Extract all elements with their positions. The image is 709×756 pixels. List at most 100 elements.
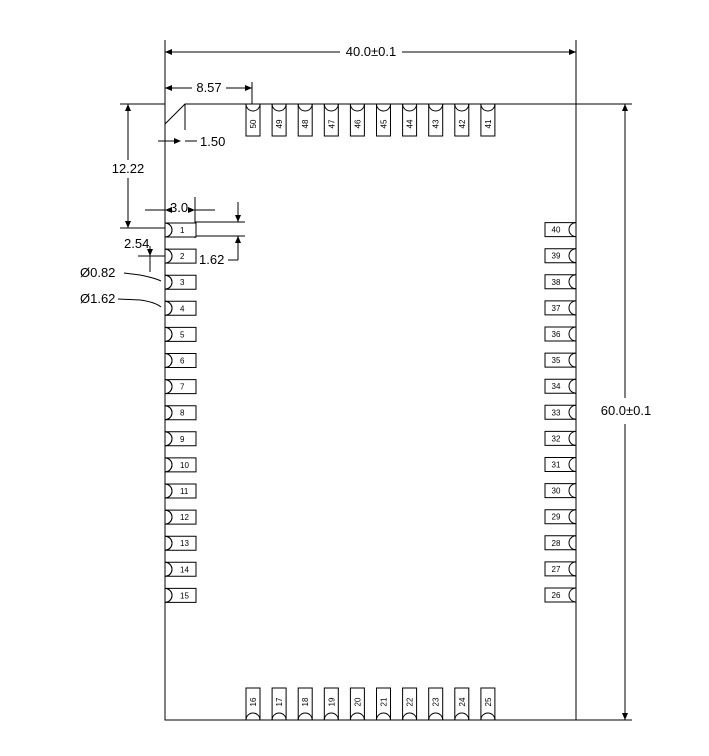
- pin-number: 47: [327, 119, 336, 128]
- pin-number: 28: [552, 539, 561, 548]
- pad-length-dimension: 3.0: [145, 197, 215, 238]
- pin-pad: 43: [428, 103, 444, 137]
- pin-number: 21: [380, 697, 389, 706]
- pin-number: 34: [552, 382, 561, 391]
- pin-pad: 21: [376, 687, 391, 721]
- pin-pad: 13: [164, 535, 197, 551]
- pin-number: 42: [458, 119, 467, 128]
- pad-length-label: 3.0: [170, 200, 188, 215]
- pin-number: 25: [484, 697, 493, 706]
- pitch-dimension: 2.54: [124, 236, 165, 272]
- pin-pad: 11: [164, 483, 197, 499]
- pin-number: 46: [353, 119, 362, 128]
- pin-pad: 32: [544, 430, 577, 446]
- pin-number: 24: [458, 697, 467, 706]
- pin-number: 3: [180, 278, 185, 287]
- pin-pad: 31: [544, 457, 577, 472]
- pin-pad: 12: [164, 509, 197, 525]
- pin-pad: 44: [402, 103, 418, 137]
- pin-number: 48: [301, 119, 310, 128]
- pin-number: 8: [180, 409, 185, 418]
- pin-number: 1: [180, 226, 185, 235]
- pad-width-label: 1.62: [199, 252, 224, 267]
- pin-pad: 35: [544, 352, 577, 368]
- first-pin-offset-label: 12.22: [112, 161, 145, 176]
- pin-number: 5: [180, 330, 185, 339]
- hole-large-callout: Ø1.62: [80, 291, 162, 308]
- pin-pad: 7: [164, 379, 197, 395]
- pin-number: 14: [180, 565, 189, 574]
- pin-number: 9: [180, 435, 185, 444]
- pin-pad: 4: [164, 300, 197, 316]
- pin-pad: 14: [164, 561, 197, 577]
- pin-pad: 15: [164, 587, 197, 603]
- pin-pad: 34: [544, 378, 577, 394]
- pin-pad: 2: [164, 248, 197, 264]
- pin-pad: 5: [164, 326, 197, 342]
- pin-pad: 29: [544, 509, 577, 525]
- pin-number: 22: [406, 697, 415, 706]
- width-dimension: 40.0±0.1: [164, 40, 577, 124]
- pin-pad: 46: [349, 103, 365, 137]
- pin-pad: 30: [544, 483, 577, 499]
- pin-pad: 10: [164, 457, 197, 473]
- pin-pad: 33: [544, 404, 577, 420]
- pin-number: 32: [552, 434, 561, 443]
- height-dimension: 60.0±0.1: [576, 103, 652, 721]
- pin-number: 40: [552, 226, 561, 235]
- pin-number: 2: [180, 252, 185, 261]
- pin-pad: 42: [454, 103, 470, 137]
- pin-pad: 26: [544, 587, 577, 603]
- pin-number: 44: [406, 119, 415, 128]
- pin-pad: 39: [544, 248, 577, 264]
- pin-pad: 40: [544, 222, 577, 238]
- pin-pad: 45: [376, 103, 391, 137]
- pin-pad: 49: [271, 103, 287, 137]
- pin-pad: 17: [271, 687, 287, 721]
- pin-pad: 36: [544, 326, 577, 342]
- pin-pad: 23: [428, 687, 444, 721]
- pad-width-dimension: 1.62: [195, 202, 245, 267]
- pin-pad: 47: [323, 103, 339, 137]
- pin-pad: 9: [164, 431, 197, 447]
- pin-number: 41: [484, 119, 493, 128]
- pin-pad: 41: [480, 103, 496, 137]
- width-label: 40.0±0.1: [346, 44, 397, 59]
- pin-pad: 27: [544, 561, 577, 577]
- pin-number: 49: [275, 119, 284, 128]
- module-outline: [164, 103, 577, 721]
- corner-offset-dimension: 8.57: [165, 80, 253, 104]
- pin-pad: 28: [544, 535, 577, 551]
- pin-number: 17: [275, 697, 284, 706]
- hole-small-callout: Ø0.82: [80, 265, 162, 282]
- pin-pad: 8: [164, 405, 197, 421]
- pin-number: 31: [552, 461, 561, 470]
- pin-number: 23: [432, 697, 441, 706]
- chamfer-dimension: 1.50: [158, 104, 225, 149]
- pin-pad: 50: [245, 103, 261, 137]
- pin-number: 50: [249, 119, 258, 128]
- pin-number: 43: [432, 119, 441, 128]
- pin-number: 35: [552, 356, 561, 365]
- pin-pad: 48: [297, 103, 313, 137]
- pin-number: 4: [180, 304, 185, 313]
- pin-number: 18: [301, 697, 310, 706]
- pin-number: 7: [180, 383, 185, 392]
- pin-pad: 1: [164, 222, 197, 238]
- height-label: 60.0±0.1: [601, 403, 652, 418]
- pin-pad: 16: [245, 687, 261, 721]
- pin-pad: 3: [164, 274, 197, 290]
- pins-top-row: 50 49 48 47 46 45 44 43 42 41: [245, 103, 496, 137]
- pin-number: 36: [552, 330, 561, 339]
- pin-pad: 25: [480, 687, 496, 721]
- pitch-label: 2.54: [124, 236, 149, 251]
- pin-pad: 18: [297, 687, 313, 721]
- pin-number: 11: [180, 487, 189, 496]
- pin-number: 33: [552, 408, 561, 417]
- first-pin-offset-dimension: 12.22: [112, 103, 165, 229]
- pin-number: 12: [180, 513, 189, 522]
- chamfer-label: 1.50: [200, 134, 225, 149]
